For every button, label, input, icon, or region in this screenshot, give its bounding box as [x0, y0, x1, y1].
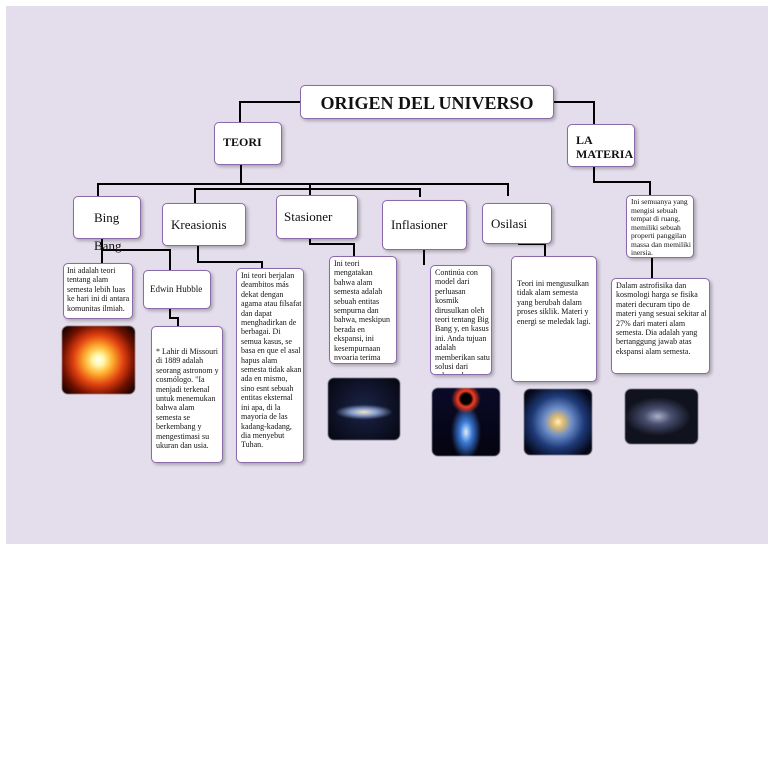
inflasioner-label: Inflasioner [391, 217, 448, 232]
page-title: ORIGEN DEL UNIVERSO [320, 93, 534, 113]
bing-bang-text-box: Ini adalah teori tentang alam semesta le… [63, 263, 133, 319]
osilasi-text-box: Teori ini mengusulkan tidak alam semesta… [511, 256, 597, 382]
teori-box: TEORI [214, 122, 282, 165]
edwin-hubble-box: Edwin Hubble [143, 270, 211, 309]
title-box: ORIGEN DEL UNIVERSO [300, 85, 554, 119]
bing-bang-label: Bing Bang [94, 210, 122, 253]
big-bang-explosion-image [62, 326, 135, 394]
kreasionis-label: Kreasionis [171, 217, 227, 232]
stasioner-box: Stasioner [276, 195, 358, 239]
inflasioner-text: Continúa con model dari perluasan kosmik… [435, 268, 490, 374]
materia-definition-box: Ini semuanya yang mengisi sebuah tempat … [626, 195, 694, 258]
inflasioner-box: Inflasioner [382, 200, 467, 250]
osilasi-label: Osilasi [491, 216, 528, 231]
inflasioner-text-box: Continúa con model dari perluasan kosmik… [430, 265, 492, 375]
dark-matter-box: Dalam astrofisika dan kosmologi harga se… [611, 278, 710, 374]
hubble-bio-box: * Lahir di Missouri di 1889 adalah seora… [151, 326, 223, 463]
bing-bang-text: Ini adalah teori tentang alam semesta le… [67, 266, 130, 313]
kreasionis-box: Kreasionis [162, 203, 246, 246]
bing-bang-box: Bing Bang [73, 196, 141, 253]
stasioner-label: Stasioner [284, 209, 333, 224]
osilasi-box: Osilasi [482, 203, 552, 244]
kreasionis-text: Ini teori berjalan deambitos más dekat d… [241, 271, 302, 450]
hubble-bio-text: * Lahir di Missouri di 1889 adalah seora… [156, 347, 219, 451]
nebula-image [625, 389, 698, 444]
edwin-hubble-label: Edwin Hubble [150, 284, 203, 294]
materia-box: LA MATERIA [567, 124, 635, 167]
dark-matter-text: Dalam astrofisika dan kosmologi harga se… [616, 281, 707, 356]
spiral-galaxy-image [524, 389, 592, 455]
teori-label: TEORI [223, 135, 262, 149]
black-hole-image [432, 388, 500, 456]
kreasionis-text-box: Ini teori berjalan deambitos más dekat d… [236, 268, 304, 463]
galaxy-edge-image [328, 378, 400, 440]
materia-label: LA MATERIA [576, 133, 634, 161]
stasioner-text-box: Ini teori mengatakan bahwa alam semesta … [329, 256, 397, 364]
materia-definition-text: Ini semuanya yang mengisi sebuah tempat … [631, 198, 691, 256]
stasioner-text: Ini teori mengatakan bahwa alam semesta … [334, 259, 390, 363]
osilasi-text: Teori ini mengusulkan tidak alam semesta… [517, 279, 591, 326]
